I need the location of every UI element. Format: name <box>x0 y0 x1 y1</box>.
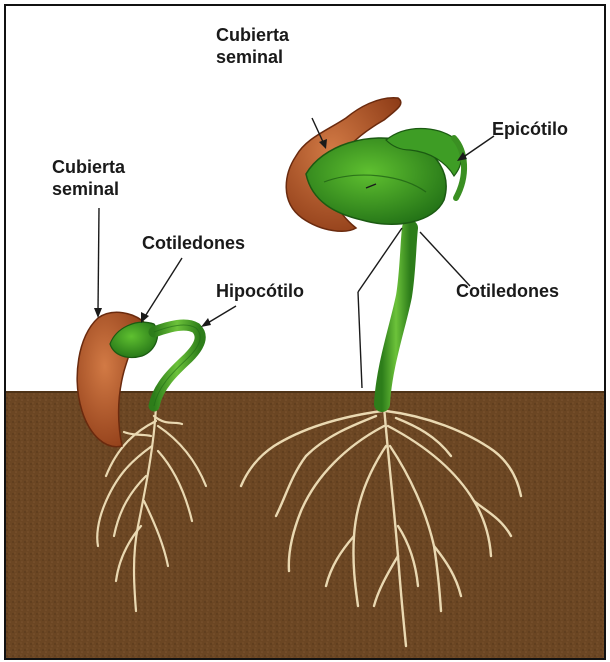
diagram-frame: Cubierta seminal Cotiledones Hipocótilo … <box>4 4 606 660</box>
label-right-seed-coat: Cubierta seminal <box>216 24 289 68</box>
right-stem <box>382 228 410 404</box>
label-left-seed-coat-line2: seminal <box>52 178 125 200</box>
label-left-seed-coat-line1: Cubierta <box>52 156 125 178</box>
germination-illustration <box>6 6 604 658</box>
label-epicotyl: Epicótilo <box>492 118 568 140</box>
label-hypocotyl: Hipocótilo <box>216 280 304 302</box>
label-right-seed-coat-line1: Cubierta <box>216 24 289 46</box>
label-right-cotyledons: Cotiledones <box>456 280 559 302</box>
label-left-cotyledons: Cotiledones <box>142 232 245 254</box>
label-right-seed-coat-line2: seminal <box>216 46 289 68</box>
label-left-seed-coat: Cubierta seminal <box>52 156 125 200</box>
